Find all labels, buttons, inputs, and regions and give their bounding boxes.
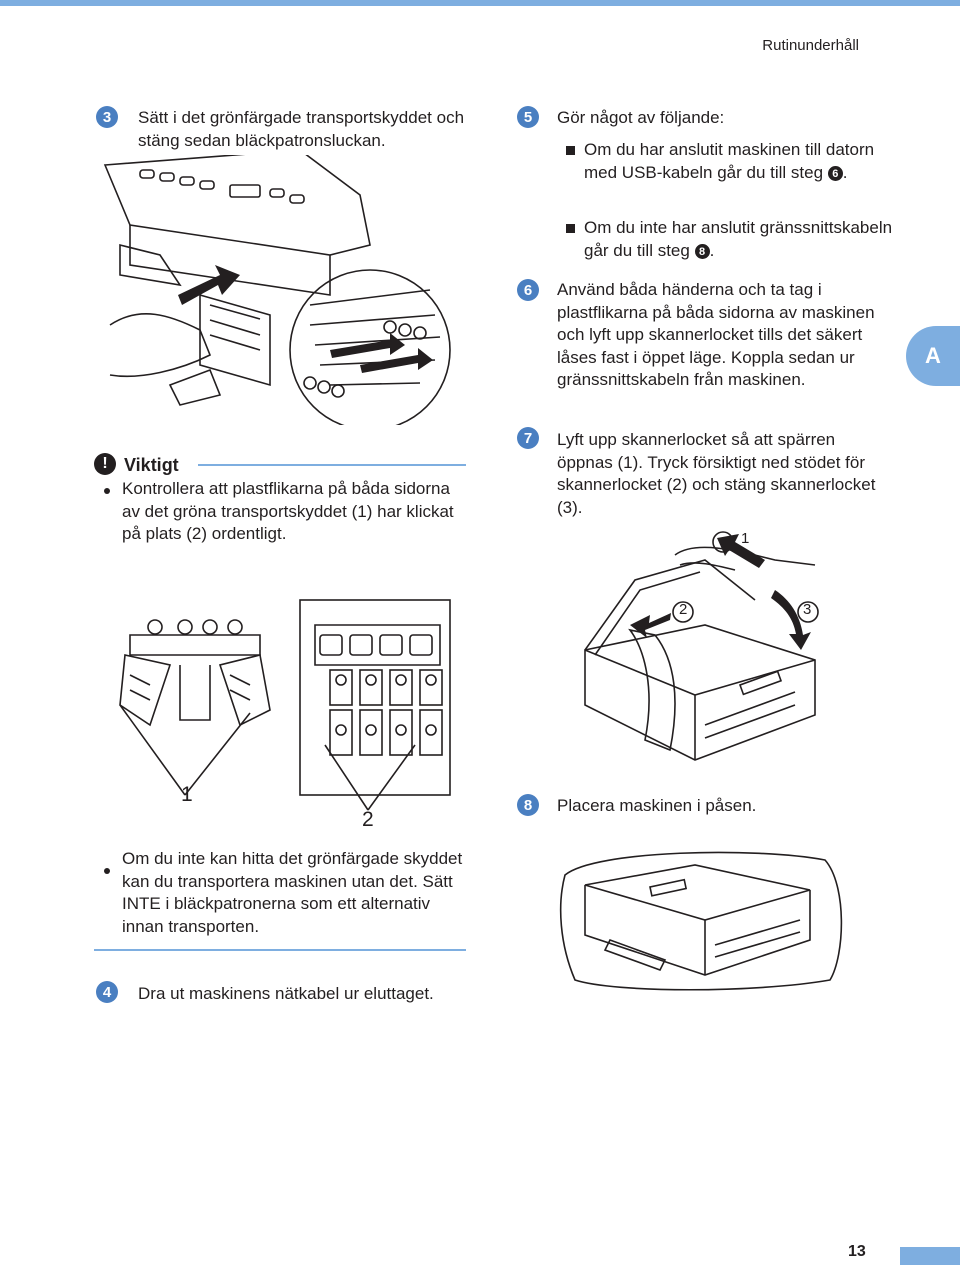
step-6-text: Använd båda händerna och ta tag i plastf… bbox=[557, 280, 875, 389]
step-7-badge: 7 bbox=[517, 427, 539, 449]
running-header: Rutinunderhåll bbox=[762, 37, 859, 54]
step-4-badge: 4 bbox=[96, 981, 118, 1003]
step-5-option-2: Om du inte har anslutit gränssnittskabel… bbox=[584, 218, 893, 260]
important-bottom-rule bbox=[94, 949, 466, 951]
important-item-2: Om du inte kan hitta det grönfärgade sky… bbox=[122, 849, 463, 936]
bullet-dot bbox=[104, 868, 110, 874]
step-3-text: Sätt i det grönfärgade transportskyddet … bbox=[138, 108, 465, 150]
scanner-cover-illustration bbox=[584, 531, 819, 761]
top-accent-bar bbox=[0, 0, 960, 6]
square-bullet bbox=[566, 224, 575, 233]
step-3-badge: 3 bbox=[96, 106, 118, 128]
step-8-text: Placera maskinen i påsen. bbox=[557, 796, 757, 815]
step-5-option-1: Om du har anslutit maskinen till datorn … bbox=[584, 140, 875, 182]
bullet-dot bbox=[104, 488, 110, 494]
step-ref-6: 6 bbox=[827, 166, 843, 182]
page-number: 13 bbox=[848, 1243, 866, 1260]
machine-in-bag-illustration bbox=[559, 851, 843, 991]
important-item-1: Kontrollera att plastflikarna på båda si… bbox=[122, 479, 454, 543]
transport-protector-illustration bbox=[119, 599, 451, 811]
callout-7-1: 1 bbox=[741, 530, 750, 547]
callout-7-2: 2 bbox=[679, 601, 688, 618]
callout-2: 2 bbox=[362, 808, 374, 831]
step-7-text: Lyft upp skannerlocket så att spärren öp… bbox=[557, 430, 876, 517]
page-number-bar bbox=[900, 1247, 960, 1265]
cartridge-cover-illustration bbox=[103, 155, 451, 425]
callout-7-3: 3 bbox=[803, 601, 812, 618]
step-5-badge: 5 bbox=[517, 106, 539, 128]
step-4-text: Dra ut maskinens nätkabel ur eluttaget. bbox=[138, 984, 434, 1003]
callout-1: 1 bbox=[181, 783, 193, 806]
important-icon: ! bbox=[94, 453, 116, 475]
step-ref-8: 8 bbox=[694, 244, 710, 260]
square-bullet bbox=[566, 146, 575, 155]
step-8-badge: 8 bbox=[517, 794, 539, 816]
step-6-badge: 6 bbox=[517, 279, 539, 301]
step-5-intro: Gör något av följande: bbox=[557, 108, 725, 127]
important-top-rule bbox=[198, 464, 466, 466]
important-title: Viktigt bbox=[124, 455, 179, 475]
section-tab: A bbox=[906, 326, 960, 386]
